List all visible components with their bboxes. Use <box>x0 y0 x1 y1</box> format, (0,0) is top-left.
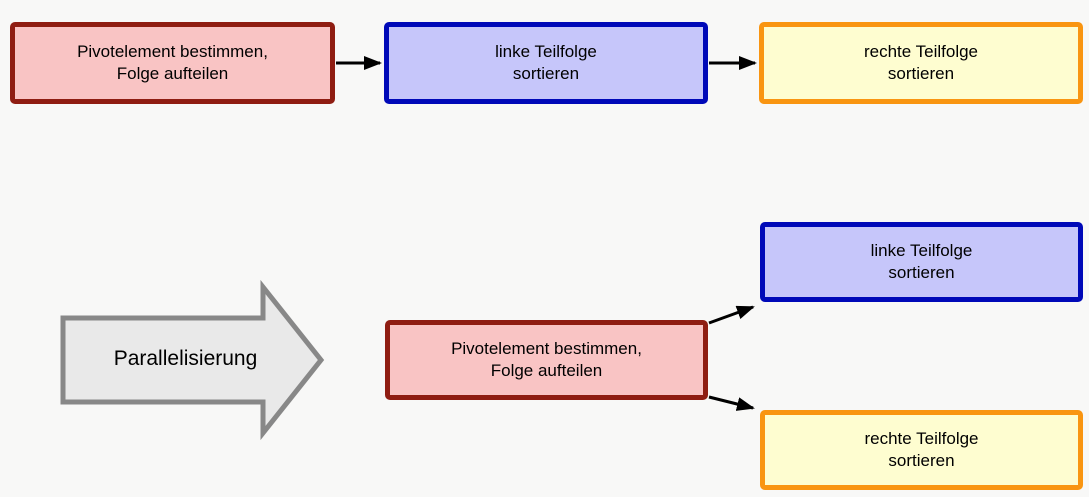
node-par-left-sort: linke Teilfolge sortieren <box>760 222 1083 302</box>
node-par-pivot-line1: Pivotelement bestimmen, <box>451 339 642 358</box>
node-par-pivot: Pivotelement bestimmen, Folge aufteilen <box>385 320 708 400</box>
node-seq-left-sort: linke Teilfolge sortieren <box>384 22 708 104</box>
node-seq-pivot: Pivotelement bestimmen, Folge aufteilen <box>10 22 335 104</box>
arrow-par-pivot-to-right <box>708 395 755 411</box>
node-seq-right-sort: rechte Teilfolge sortieren <box>759 22 1083 104</box>
node-par-left-line1: linke Teilfolge <box>870 241 973 260</box>
parallelisierung-label: Parallelisierung <box>113 347 258 370</box>
node-seq-right-line2: sortieren <box>887 64 955 83</box>
node-seq-pivot-line1: Pivotelement bestimmen, <box>77 42 268 61</box>
node-par-right-line2: sortieren <box>888 451 955 470</box>
node-par-pivot-line2: Folge aufteilen <box>490 361 603 380</box>
node-seq-left-line1: linke Teilfolge <box>495 42 597 61</box>
node-seq-pivot-line2: Folge aufteilen <box>116 64 229 83</box>
node-par-right-sort: rechte Teilfolge sortieren <box>760 410 1083 490</box>
node-seq-left-line2: sortieren <box>512 64 580 83</box>
node-par-left-line2: sortieren <box>888 263 955 282</box>
arrow-par-pivot-to-left <box>708 305 755 325</box>
node-par-right-line1: rechte Teilfolge <box>864 429 979 448</box>
node-seq-right-line1: rechte Teilfolge <box>863 42 979 61</box>
